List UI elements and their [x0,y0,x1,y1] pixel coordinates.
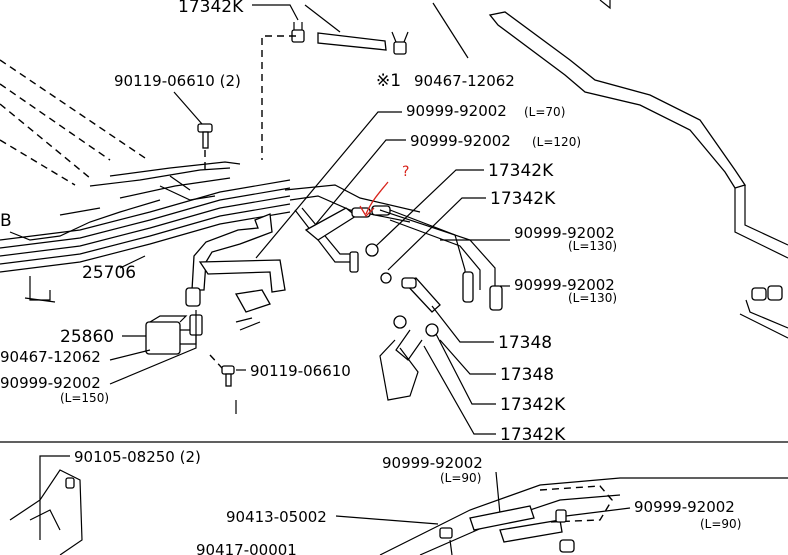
dash-1 [0,59,149,161]
bottom-bracket [9,469,83,555]
leader-pipe-a [431,305,494,343]
leader-screw-bottom [39,455,70,540]
hose-under-harness [191,213,273,291]
leader-clip-b [387,197,486,271]
valve-icon [234,289,271,331]
leader-hose-l70 [255,111,402,259]
label-hose-r2-len: (L=130) [568,291,617,305]
label-hose-r1-len: (L=130) [568,239,617,253]
top-hose-tail [304,4,341,33]
right-edge-parts [739,285,788,339]
label-pipe-a: 17348 [498,333,552,353]
label-clip-a: 17342K [488,161,554,181]
label-hose-l90-b-len: (L=90) [700,517,741,531]
pipe-center-2 [289,195,411,223]
dash-bolt-mid [209,354,223,369]
label-canister: 25860 [60,327,114,347]
label-left-clip: 90467-12062 [0,348,101,366]
label-cutoff-part: 90417-00001 [196,541,297,555]
label-hose-r2: 90999-92002 [514,276,615,294]
pipe-end-1 [349,251,359,273]
label-hose-l150-len: (L=150) [60,391,109,405]
label-clip-b: 17342K [490,189,556,209]
bottom-assembly [379,477,788,555]
leader-left-clip [109,349,151,361]
label-hose-l150: 90999-92002 [0,374,101,392]
leader-pipe-b [439,339,496,375]
label-top-right-part: 90467-12062 [414,72,515,90]
label-hose-l70: 90999-92002 [406,102,507,120]
pipe-17348-a-end [401,277,417,289]
top-right-hose-lower [744,185,788,246]
label-hose-l120: 90999-92002 [410,132,511,150]
label-hose-l120-len: (L=120) [532,135,581,149]
leader-clip-d [423,345,496,435]
label-hose-r1: 90999-92002 [514,224,615,242]
annotation-arrowhead [359,205,375,218]
pipe-end-5 [489,285,503,311]
bolt-icon [197,123,213,149]
leader-clip-a [375,169,484,247]
leader-hose-l120 [315,139,406,225]
label-hose-l70-len: (L=70) [524,105,565,119]
clip-icon-a [365,243,392,284]
label-pipe-b: 17348 [500,365,554,385]
pipe-center-1 [284,184,421,213]
clip-icon-c [393,315,439,337]
dash-top-clip [261,35,296,160]
label-top-clip: 17342K [178,0,244,17]
label-bolt-top: 90119-06610 (2) [114,72,241,90]
harness-bracket-base [24,297,56,303]
leader-clip-c [435,333,496,405]
label-note-mark: ※1 [376,71,401,91]
label-bottom-part: 90413-05002 [226,508,327,526]
label-bolt-mid: 90119-06610 [250,362,351,380]
annotation-question: ? [402,164,409,180]
bolt-mid-icon [221,365,235,387]
hose-center-small [304,207,358,241]
label-clip-d: 17342K [500,425,566,445]
pipe-right-2 [389,219,481,290]
label-hose-l90-b: 90999-92002 [634,498,735,516]
top-clip-icon [291,22,409,55]
hose-end-1 [185,287,201,307]
pipe-right-3 [389,209,466,300]
leader-top-right [432,2,469,59]
top-hose [317,32,387,51]
dash-2 [0,83,111,161]
annotation-arrow [365,181,389,215]
leader-top-clip [252,4,299,21]
harness-assembly [0,161,291,273]
pipe-center-3 [294,209,352,263]
hose-loop [198,259,286,293]
leader-bolt-top [173,91,203,125]
pipe-right-1 [379,209,496,290]
leader-bottom-part [335,515,439,525]
filter-bracket-top [395,329,423,361]
filter-bracket [379,339,419,401]
dash-3 [0,103,91,179]
label-side-b: B [0,211,12,231]
leader-hose-l90-a [495,471,501,515]
leader-hose-l150 [109,310,197,385]
top-right-hose [488,11,747,189]
top-right-bracket [599,0,611,10]
top-right-hose-lower-2 [734,188,788,259]
harness-bracket [29,276,51,301]
canister-icon [145,314,203,355]
label-clip-c: 17342K [500,395,566,415]
leader-hose-l90-b [565,507,631,517]
label-harness: 25706 [82,263,136,283]
dash-4 [0,139,76,186]
label-hose-l90-a-len: (L=90) [440,471,481,485]
label-screw-bottom: 90105-08250 (2) [74,448,201,466]
label-hose-l90-a: 90999-92002 [382,454,483,472]
leader-harness [119,255,146,269]
pipe-end-4 [462,271,474,303]
